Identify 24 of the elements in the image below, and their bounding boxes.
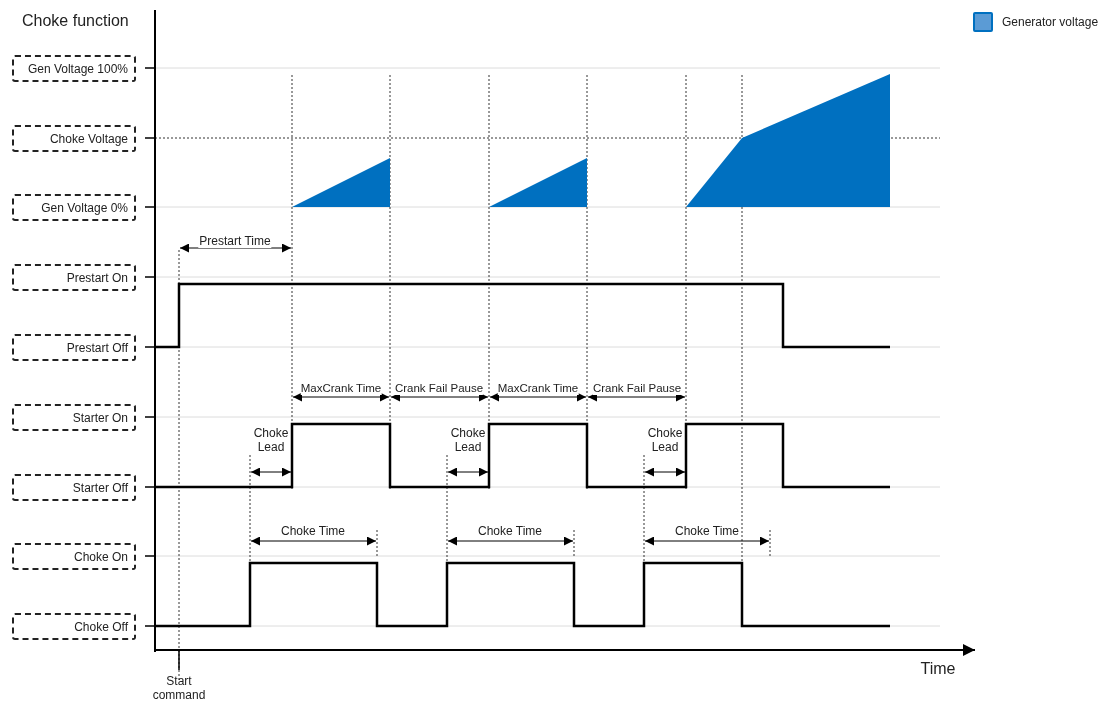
dimension-label: Choke Time bbox=[674, 524, 740, 538]
dimension-label: Choke Time bbox=[477, 524, 543, 538]
dimension-label: Choke Time bbox=[280, 524, 346, 538]
level-label-box: Prestart On bbox=[12, 264, 136, 291]
dimension-label: Choke Lead bbox=[252, 426, 290, 454]
level-label-box: Prestart Off bbox=[12, 334, 136, 361]
level-label-box: Choke On bbox=[12, 543, 136, 570]
dimension-label: MaxCrank Time bbox=[497, 381, 579, 395]
level-label-box: Starter On bbox=[12, 404, 136, 431]
dimension-label: Crank Fail Pause bbox=[394, 381, 484, 395]
dimension-label: MaxCrank Time bbox=[300, 381, 382, 395]
dimension-label: Choke Lead bbox=[646, 426, 684, 454]
dimension-label: Choke Lead bbox=[449, 426, 487, 454]
dimension-label: Crank Fail Pause bbox=[592, 381, 682, 395]
level-label-box: Starter Off bbox=[12, 474, 136, 501]
axis-label: Time bbox=[919, 662, 957, 676]
level-label-box: Choke Off bbox=[12, 613, 136, 640]
legend-label: Generator voltage bbox=[1001, 15, 1100, 29]
diagram-title: Choke function bbox=[22, 12, 129, 30]
level-label-box: Gen Voltage 0% bbox=[12, 194, 136, 221]
axis-label: Start command bbox=[151, 674, 207, 702]
level-label-box: Gen Voltage 100% bbox=[12, 55, 136, 82]
dimension-label: Prestart Time bbox=[198, 234, 272, 248]
level-label-box: Choke Voltage bbox=[12, 125, 136, 152]
